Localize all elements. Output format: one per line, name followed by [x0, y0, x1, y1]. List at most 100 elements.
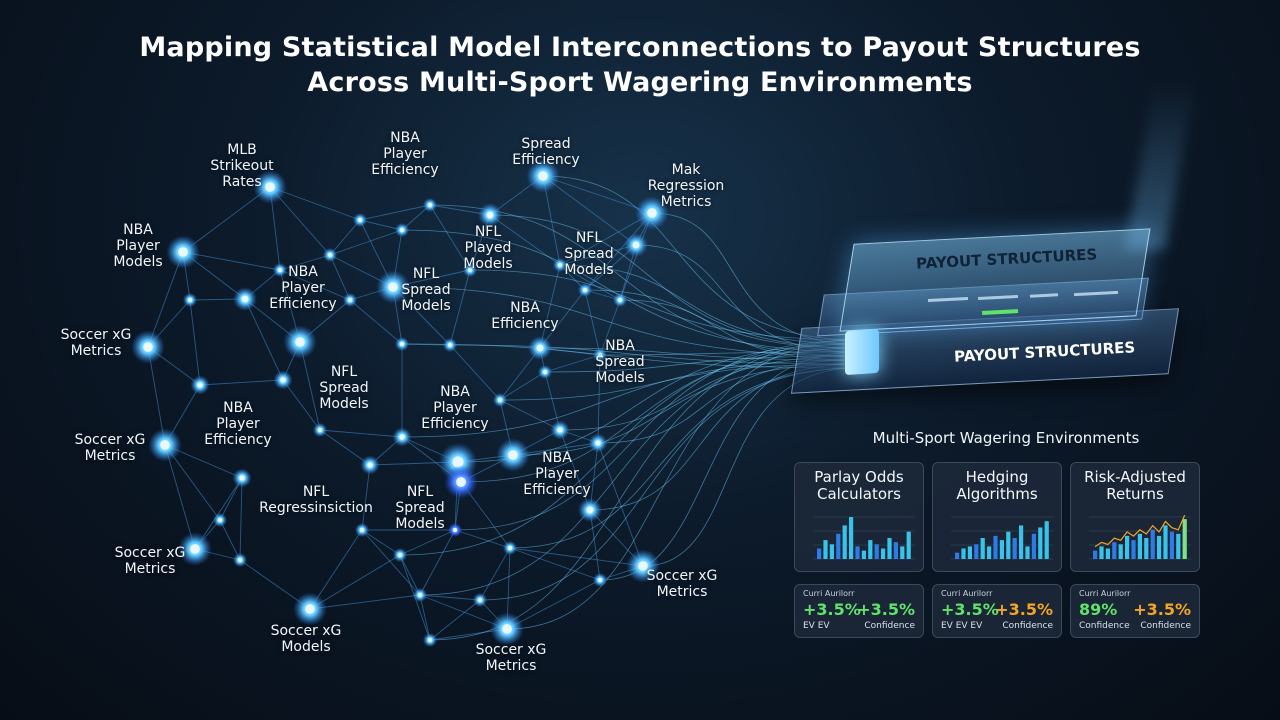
model-node — [241, 295, 249, 303]
node-label-line: Soccer xG — [646, 568, 718, 584]
payout-fiber — [479, 367, 859, 601]
chart-bar — [1118, 544, 1123, 559]
payout-fiber — [559, 264, 859, 345]
network-links — [147, 175, 653, 641]
chart-bar — [993, 535, 998, 559]
network-link — [429, 599, 481, 641]
chart-bar — [887, 538, 892, 559]
node-label-line: NBA — [510, 300, 540, 316]
node-label-line: Metrics — [656, 584, 708, 600]
payout-fiber — [429, 204, 859, 357]
model-node — [397, 552, 403, 558]
node-label-line: Efficiency — [204, 432, 272, 448]
node-label-line: Player — [383, 146, 427, 162]
chart-bar — [1019, 525, 1024, 559]
node-label-line: Models — [113, 254, 163, 270]
node-label-line: Spread — [401, 282, 451, 298]
model-node — [542, 369, 548, 375]
network-link — [164, 444, 196, 550]
node-label-line: NBA — [605, 338, 635, 354]
chart-bar — [1038, 527, 1043, 559]
network-link — [506, 579, 601, 630]
stat-header: Curri Aurilorr — [1079, 589, 1131, 598]
env-card-title-line: Risk-Adjusted — [1084, 468, 1186, 486]
network-link — [544, 371, 561, 431]
stat-value-primary: +3.5% — [803, 600, 861, 619]
payout-slab-top — [839, 228, 1151, 332]
node-label-line: Rates — [222, 174, 262, 190]
model-node — [317, 427, 323, 433]
network-link — [599, 299, 621, 356]
chart-bar — [1093, 550, 1098, 559]
node-label-line: Spread — [319, 380, 369, 396]
node-label-line: Played — [464, 240, 512, 256]
payout-fiber — [489, 214, 859, 349]
stat-caption-secondary: Confidence — [864, 621, 915, 631]
node-label-line: NBA — [542, 450, 572, 466]
node-label-line: Soccer xG — [74, 432, 146, 448]
model-node — [178, 247, 188, 257]
chart-bar — [1044, 521, 1049, 559]
node-label-line: NFL — [474, 224, 502, 240]
model-node — [467, 267, 473, 273]
env-card-title-line: Returns — [1106, 485, 1164, 503]
network-link — [544, 354, 601, 373]
chart-bar — [1131, 540, 1136, 559]
stat-value-secondary: +3.5% — [995, 600, 1053, 619]
payout-fiber — [401, 359, 859, 438]
model-node — [399, 227, 405, 233]
network-link — [419, 529, 456, 596]
payout-fiber — [454, 339, 859, 531]
node-label-line: Models — [564, 262, 614, 278]
stat-value-primary: 89% — [1079, 600, 1118, 619]
model-node — [197, 382, 203, 388]
model-node — [582, 287, 588, 293]
network-link — [309, 594, 421, 610]
network-link — [559, 212, 653, 266]
model-node — [367, 462, 373, 468]
stat-caption-primary: EV EV EV — [941, 621, 983, 631]
model-node — [280, 377, 286, 383]
payout-fiber — [584, 289, 859, 349]
env-card-title-line: Calculators — [817, 485, 901, 503]
model-node — [399, 341, 405, 347]
node-label-line: Metrics — [485, 658, 537, 674]
chart-bar — [1150, 529, 1155, 559]
env-mini-chart — [813, 516, 915, 560]
chart-trend-line — [1094, 514, 1186, 548]
model-node — [597, 577, 603, 583]
chart-bar — [829, 544, 834, 559]
env-mini-chart — [951, 516, 1053, 560]
stat-value-primary: +3.5% — [941, 600, 999, 619]
chart-bar — [1125, 535, 1130, 559]
model-node — [427, 637, 433, 643]
network-link — [454, 529, 511, 549]
chart-bar — [842, 525, 847, 559]
node-label-line: NFL — [330, 364, 358, 380]
node-label-line: Spread — [564, 246, 614, 262]
model-node — [536, 344, 544, 352]
chart-bar — [823, 540, 828, 559]
node-label-line: Soccer xG — [60, 327, 132, 343]
chart-bar — [1025, 546, 1030, 559]
chart-bar — [955, 552, 960, 559]
model-node — [295, 337, 305, 347]
network-link — [559, 264, 621, 301]
payout-fiber — [419, 347, 859, 596]
chart-bar — [893, 542, 898, 559]
